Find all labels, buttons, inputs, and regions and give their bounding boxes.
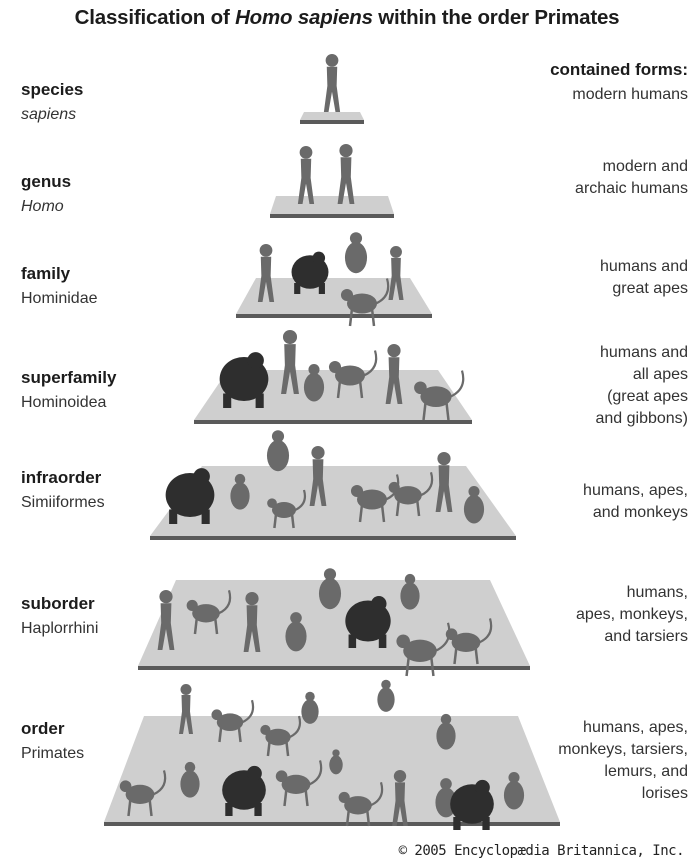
taxon-label-superfamily: Hominoidea — [21, 394, 106, 412]
taxon-label-family: Hominidae — [21, 290, 97, 308]
rank-label-order: order — [21, 719, 64, 739]
forms-species: modern humans — [468, 84, 688, 106]
rank-label-infraorder: infraorder — [21, 468, 101, 488]
taxon-label-infraorder: Simiiformes — [21, 494, 105, 512]
rank-label-superfamily: superfamily — [21, 368, 116, 388]
taxon-label-genus: Homo — [21, 198, 64, 216]
copyright-credit: © 2005 Encyclopædia Britannica, Inc. — [399, 843, 684, 859]
contained-forms-heading: contained forms: — [550, 60, 688, 80]
taxon-label-order: Primates — [21, 745, 84, 763]
primate-figures-species — [324, 54, 340, 112]
rank-label-genus: genus — [21, 172, 71, 192]
rank-label-suborder: suborder — [21, 594, 95, 614]
forms-infraorder: humans, apes, and monkeys — [468, 480, 688, 524]
forms-genus: modern and archaic humans — [468, 156, 688, 200]
platform-genus — [270, 196, 394, 218]
primate-figures-genus — [298, 144, 355, 204]
taxon-label-suborder: Haplorrhini — [21, 620, 98, 638]
forms-order: humans, apes, monkeys, tarsiers, lemurs,… — [468, 717, 688, 805]
forms-suborder: humans, apes, monkeys, and tarsiers — [468, 582, 688, 648]
rank-label-family: family — [21, 264, 70, 284]
taxon-label-species: sapiens — [21, 106, 76, 124]
forms-family: humans and great apes — [468, 256, 688, 300]
platform-species — [300, 112, 364, 124]
forms-superfamily: humans and all apes (great apes and gibb… — [468, 342, 688, 430]
rank-label-species: species — [21, 80, 83, 100]
